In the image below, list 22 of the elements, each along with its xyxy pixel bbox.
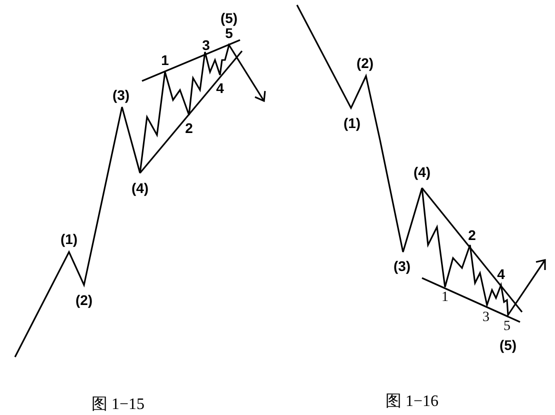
wave-label: (3) <box>112 88 130 102</box>
wave-label: 4 <box>216 81 224 95</box>
figure-caption: 图 1−16 <box>385 393 439 411</box>
wave-label: (4) <box>413 165 431 179</box>
wave-label: 3 <box>482 311 490 325</box>
wave-label: (2) <box>356 56 374 70</box>
wave-label: (3) <box>393 259 411 273</box>
wave-label: (5) <box>499 338 517 352</box>
wave-label: 1 <box>442 291 448 305</box>
wave-label: 2 <box>185 121 193 135</box>
wave-label: (4) <box>131 181 149 195</box>
wave-label: 3 <box>202 38 210 52</box>
wave-label: (1) <box>60 232 78 246</box>
wave-label: (1) <box>343 116 361 130</box>
wave-label: 2 <box>468 228 476 242</box>
wave-label: (5) <box>220 11 238 25</box>
wave-label: (2) <box>75 293 93 307</box>
wave-label: 5 <box>225 26 233 40</box>
wave-label: 5 <box>504 320 510 334</box>
figure-caption: 图 1−15 <box>91 396 145 414</box>
wave-label: 1 <box>161 53 169 67</box>
wave-label: 4 <box>497 267 505 281</box>
